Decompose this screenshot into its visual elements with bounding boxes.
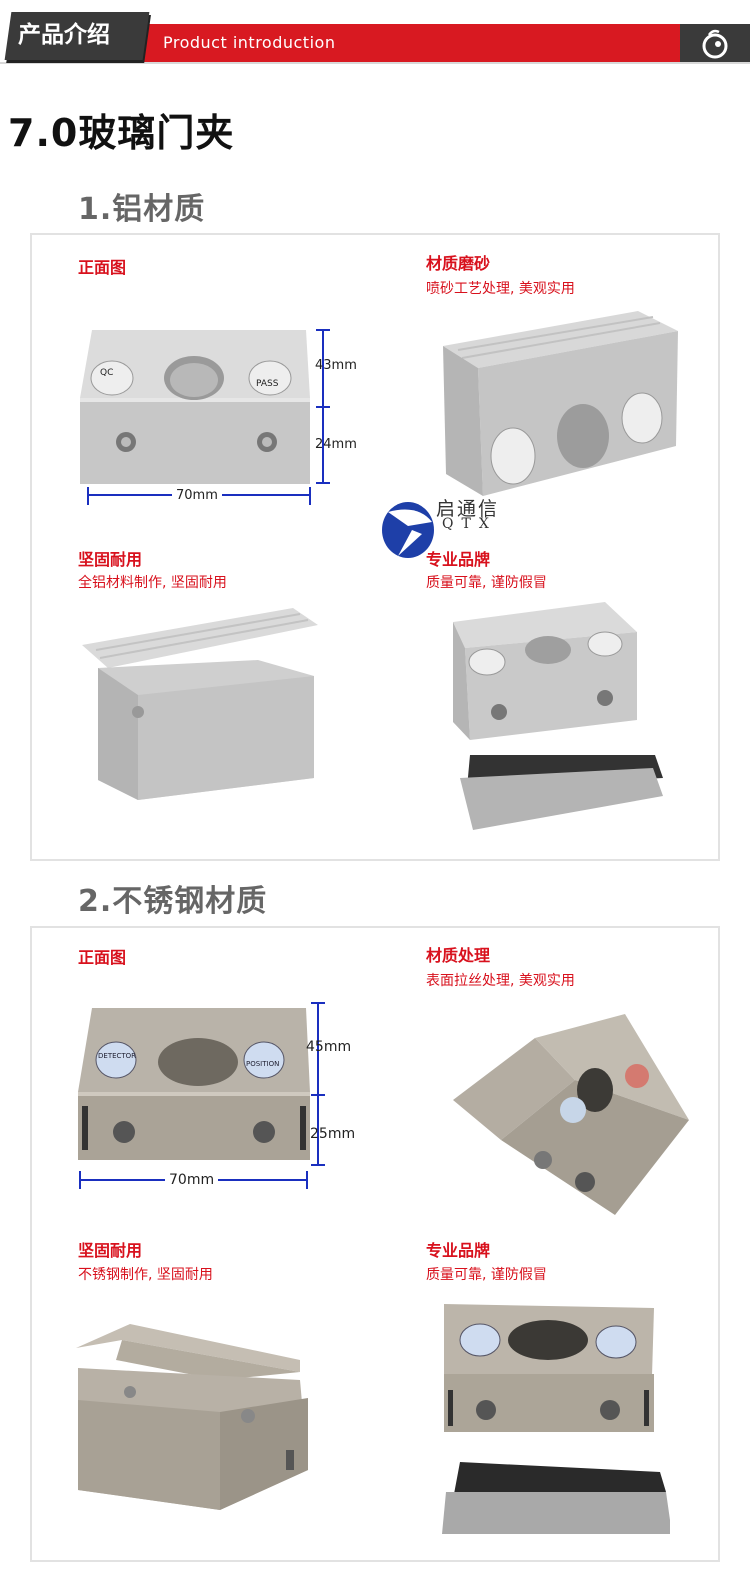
dim-width: 70mm [165, 1172, 219, 1188]
aluminum-angle-image [443, 311, 678, 496]
brand-logo-icon [702, 29, 728, 59]
desc-durable: 不锈钢制作, 坚固耐用 [78, 1267, 213, 1283]
label-material: 材质处理 [426, 946, 491, 965]
desc-brand: 质量可靠, 谨防假冒 [426, 1267, 547, 1283]
desc-material: 喷砂工艺处理, 美观实用 [426, 281, 575, 297]
label-durable: 坚固耐用 [78, 550, 143, 569]
dim-height-bottom: 24mm [315, 437, 357, 452]
banner-title-cn: 产品介绍 [18, 22, 110, 48]
label-material: 材质磨砂 [426, 254, 491, 273]
aluminum-front-view-image: QC PASS [80, 330, 310, 484]
page-title: 7.0玻璃门夹 [8, 111, 235, 155]
banner-title-en: Product introduction [163, 33, 336, 52]
steel-angle-image [453, 1014, 689, 1215]
desc-material: 表面拉丝处理, 美观实用 [426, 973, 575, 989]
section-title-steel: 2.不锈钢材质 [78, 884, 268, 919]
label-durable: 坚固耐用 [78, 1241, 143, 1260]
aluminum-open-view-image [82, 608, 318, 800]
banner-red-bar [140, 24, 680, 62]
dim-height-top: 45mm [306, 1039, 352, 1055]
steel-brand-image [442, 1304, 670, 1534]
desc-brand: 质量可靠, 谨防假冒 [426, 575, 547, 591]
label-brand: 专业品牌 [426, 1241, 491, 1260]
dimension-lines [87, 329, 330, 505]
dimension-lines [79, 1002, 325, 1189]
steel-front-view-image: DETECTOR POSITION [78, 1008, 310, 1160]
sticker-text: POSITION [246, 1060, 279, 1068]
watermark-cn: 启通信 [436, 498, 500, 520]
watermark-en: QTX [442, 516, 497, 532]
steel-open-view-image [76, 1324, 308, 1510]
label-front-view: 正面图 [78, 948, 127, 967]
brand-watermark-icon [382, 502, 434, 558]
sticker-text: DETECTOR [98, 1052, 136, 1060]
sticker-text: PASS [256, 379, 279, 389]
dim-width: 70mm [172, 488, 222, 503]
brand-watermark: 启通信 QTX [378, 494, 518, 564]
dim-height-bottom: 25mm [310, 1126, 356, 1142]
dim-height-top: 43mm [315, 358, 357, 373]
header-banner: Product introduction 产品介绍 [0, 0, 750, 75]
desc-durable: 全铝材料制作, 坚固耐用 [78, 575, 227, 591]
sticker-text: QC [100, 368, 113, 378]
banner-underline [0, 62, 750, 64]
section-title-aluminum: 1.铝材质 [78, 192, 206, 227]
label-brand: 专业品牌 [426, 550, 491, 569]
label-front-view: 正面图 [78, 258, 127, 277]
aluminum-brand-image [453, 602, 663, 830]
